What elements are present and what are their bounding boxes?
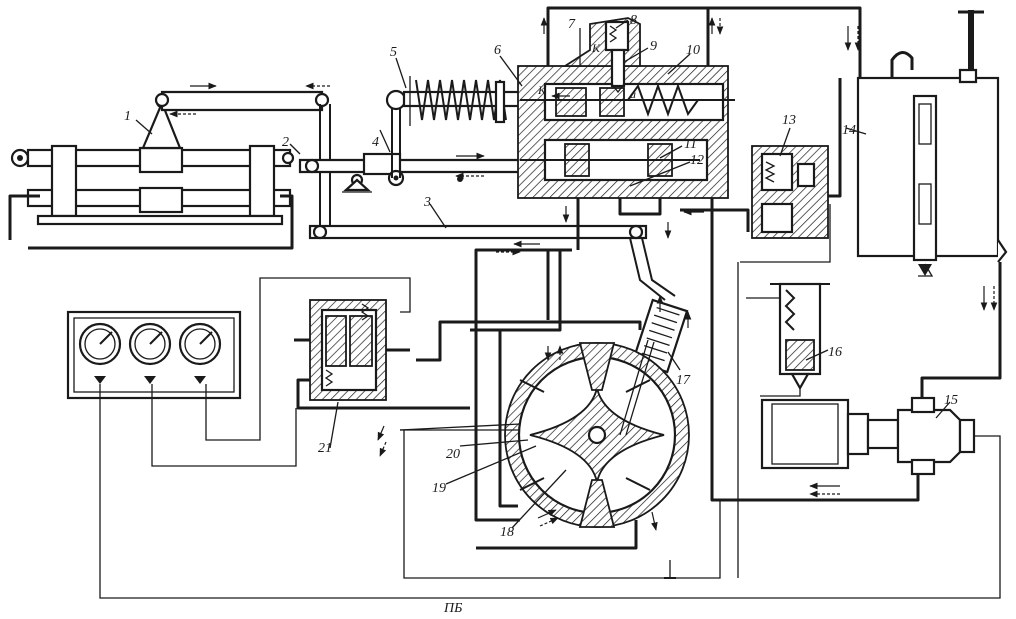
gauge-panel <box>66 310 242 400</box>
label-19: 19 <box>432 481 446 496</box>
vane-motor <box>504 339 690 528</box>
tank-14 <box>856 10 1008 277</box>
leader-lines <box>135 19 951 529</box>
label-9: 9 <box>650 39 657 54</box>
valve-21 <box>309 299 387 401</box>
label-k-upper: К <box>591 41 601 55</box>
caption-pb: ПБ <box>443 601 462 616</box>
label-10: 10 <box>686 43 700 58</box>
label-18: 18 <box>500 525 514 540</box>
valve-13 <box>751 145 829 239</box>
label-13: 13 <box>782 113 796 128</box>
label-17: 17 <box>676 373 691 388</box>
label-a: а <box>630 87 636 101</box>
label-7: 7 <box>568 17 576 32</box>
label-5: 5 <box>390 45 397 60</box>
valve-16 <box>770 282 830 391</box>
label-16: 16 <box>828 345 842 360</box>
distributor-block <box>517 17 735 199</box>
label-21: 21 <box>318 441 332 456</box>
label-8: 8 <box>630 13 637 28</box>
label-2: 2 <box>282 135 289 150</box>
rod-assembly <box>8 95 295 250</box>
linkage-levers <box>298 76 528 193</box>
label-20: 20 <box>446 447 460 462</box>
piping <box>99 6 1002 599</box>
pump-15 <box>760 396 976 476</box>
label-4: 4 <box>372 135 379 150</box>
flow-arrows <box>169 17 998 531</box>
label-k-lower: К <box>537 83 547 97</box>
upper-link <box>154 90 331 232</box>
label-6: 6 <box>494 43 501 58</box>
label-1: 1 <box>124 109 131 124</box>
label-12: 12 <box>690 153 704 168</box>
label-11: 11 <box>684 137 697 152</box>
label-3: 3 <box>423 195 431 210</box>
part-labels: 1 2 3 4 5 6 7 8 9 10 11 12 13 14 15 16 1… <box>124 13 958 616</box>
label-15: 15 <box>944 393 958 408</box>
lower-link <box>308 224 676 301</box>
label-14: 14 <box>842 123 856 138</box>
